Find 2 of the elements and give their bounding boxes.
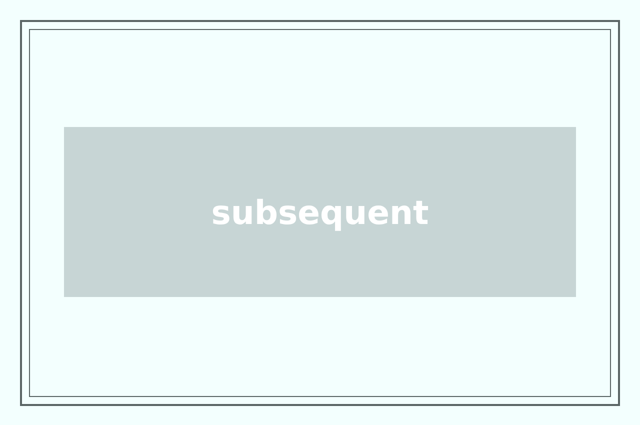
text-panel <box>64 127 576 297</box>
panel-word: subsequent <box>211 192 429 232</box>
